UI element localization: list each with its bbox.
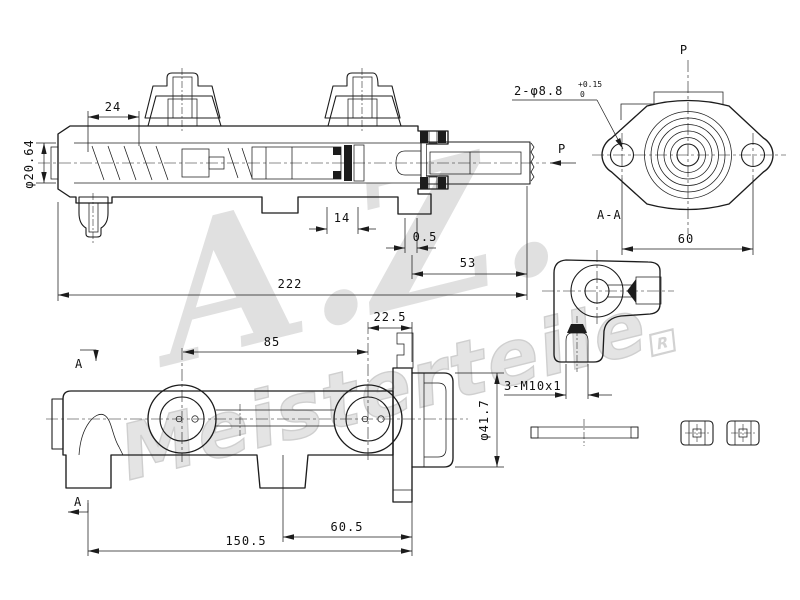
thread-note-label: 3-M10x1	[504, 379, 562, 393]
section-label-aa: A-A	[597, 208, 622, 222]
dim-150-5-label: 150.5	[225, 534, 266, 548]
left-end-step	[50, 146, 59, 180]
casting-boss-line	[78, 413, 124, 456]
flange-tab-section	[396, 332, 414, 369]
registered-mark-icon: R	[649, 327, 676, 358]
bracket-nipple	[635, 276, 662, 305]
cylinder-body-section	[57, 125, 449, 215]
pressure-arrow: P	[550, 142, 576, 166]
dim-0-5: 0.5	[386, 218, 438, 253]
clamp-nut-part-2	[726, 420, 760, 446]
dim-bore-label: φ20.64	[22, 139, 36, 188]
dim-24-label: 24	[105, 100, 121, 114]
dim-60: 60	[621, 178, 754, 255]
main-section-view: 24 φ20.64 14 0.5 53	[22, 68, 576, 301]
reservoir-port-1	[144, 68, 222, 132]
section-a-bottom-label: A	[74, 495, 82, 509]
bolt-hole-callout: 2-φ8.8 +0.15 0	[512, 80, 624, 150]
dim-222-label: 222	[278, 277, 303, 291]
dim-22-5-label: 22.5	[374, 310, 407, 324]
view-label-p: P	[680, 43, 688, 57]
dim-end-dia-label: φ41.7	[477, 399, 491, 440]
left-end-cap	[51, 398, 64, 450]
dim-53-label: 53	[460, 256, 476, 270]
dim-14: 14	[309, 207, 376, 234]
bolt-hole-right	[740, 142, 766, 168]
flange-outline	[601, 99, 774, 211]
dim-150-5: 150.5	[87, 500, 412, 556]
dim-end-diameter: φ41.7	[455, 372, 504, 468]
dim-222: 222	[57, 202, 527, 301]
pushrod-pin-part	[530, 419, 639, 446]
bottom-plan-view: 85 22.5 φ41.7 60.5 150.5 A	[46, 310, 504, 556]
section-marker-top: A	[75, 349, 99, 371]
end-cylinder	[411, 372, 454, 468]
dim-0-5-label: 0.5	[413, 230, 438, 244]
registered-mark-letter: R	[656, 333, 669, 354]
small-parts	[530, 419, 760, 446]
dim-53: 53	[411, 186, 528, 300]
hole-note-label: 2-φ8.8	[514, 84, 563, 98]
bracket-section-view: 3-M10x1	[504, 250, 674, 399]
dim-22-5: 22.5	[368, 310, 413, 362]
dim-60-5: 60.5	[282, 455, 413, 556]
section-marker-bottom: A	[68, 495, 89, 515]
dim-bore-diameter: φ20.64	[22, 139, 56, 189]
section-a-top-label: A	[75, 357, 83, 371]
thread-callout: 3-M10x1	[504, 364, 612, 399]
clamp-nut-part-1	[680, 420, 714, 446]
reservoir-port-outline	[653, 91, 724, 104]
dim-85: 85	[183, 335, 368, 355]
dim-85-label: 85	[264, 335, 280, 349]
hole-tol-upper: +0.15	[578, 80, 602, 89]
dim-60-5-label: 60.5	[331, 520, 364, 534]
reservoir-step-outline	[620, 103, 654, 120]
hole-tol-lower: 0	[580, 90, 585, 99]
concentric-bores	[644, 111, 732, 199]
flange-end-view: P 2-φ8.8 +0.15 0 A-A 60	[512, 43, 786, 255]
bracket-body	[553, 259, 661, 363]
reservoir-port-2	[324, 68, 402, 132]
dim-60-label: 60	[678, 232, 694, 246]
dim-24: 24	[87, 100, 140, 152]
outlet-valve-cap	[78, 193, 109, 243]
dim-14-label: 14	[334, 211, 350, 225]
pressure-label: P	[558, 142, 566, 156]
